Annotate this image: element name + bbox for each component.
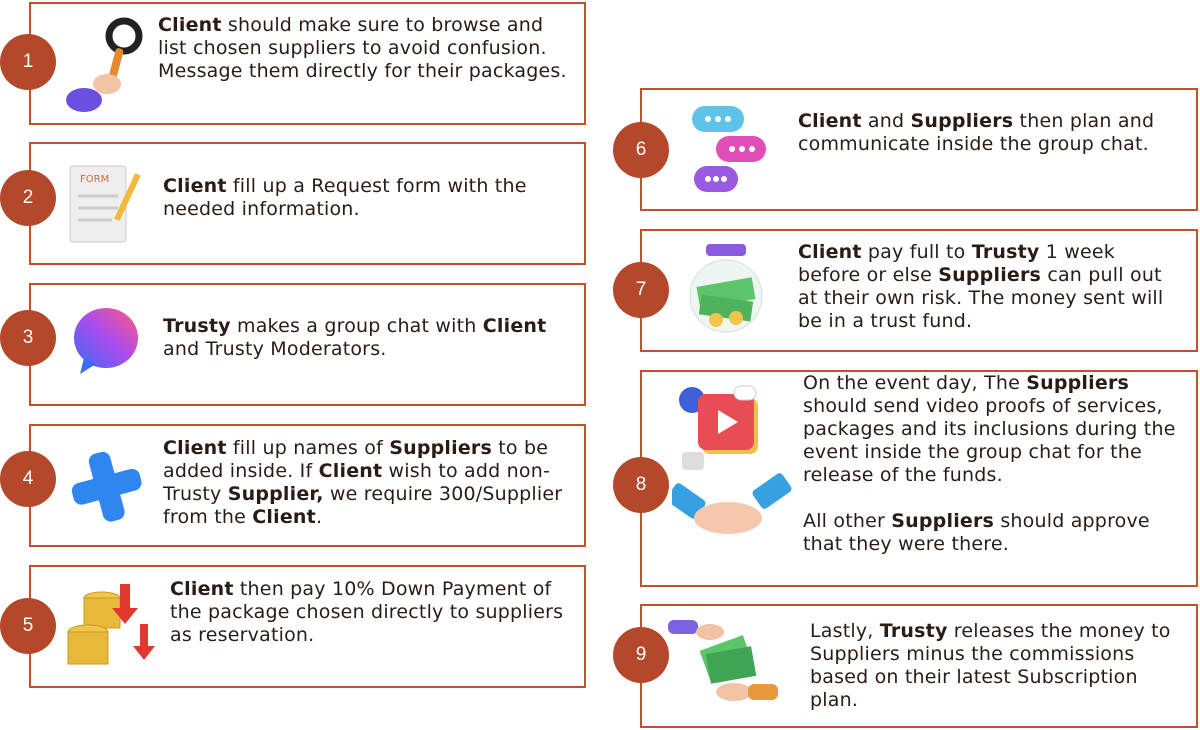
step-paragraph: All other Suppliers should approve that … — [803, 510, 1193, 556]
emphasized-term: Trusty — [971, 241, 1040, 263]
emphasized-term: Client — [318, 460, 383, 482]
text-run: and Trusty Moderators. — [163, 338, 387, 360]
step-description: Client fill up a Request form with the n… — [163, 175, 563, 221]
step-number-badge: 5 — [0, 598, 56, 654]
step-description: Client pay full to Trusty 1 week before … — [798, 241, 1178, 333]
text-run: should send video proofs of services, pa… — [803, 395, 1176, 486]
step-card-4 — [29, 424, 586, 547]
magnifier-hand-icon — [62, 14, 152, 114]
text-run: then plan and communicate inside the gro… — [798, 110, 1155, 155]
plus-icon — [66, 438, 156, 538]
text-run: On the event day, The — [803, 372, 1027, 394]
emphasized-term: Suppliers — [891, 510, 995, 532]
text-run: fill up a Request form with the needed i… — [163, 175, 527, 220]
emphasized-term: Client — [798, 110, 862, 132]
emphasized-term: Supplier, — [227, 483, 324, 505]
emphasized-term: Client — [163, 175, 227, 197]
step-paragraph: Client should make sure to browse and li… — [158, 14, 568, 83]
messenger-chat-icon — [66, 298, 156, 398]
emphasized-term: Suppliers — [389, 437, 493, 459]
step-description: Lastly, Trusty releases the money to Sup… — [810, 620, 1190, 712]
money-handover-icon — [664, 614, 778, 714]
chat-bubbles-icon — [686, 100, 776, 200]
emphasized-term: Client — [163, 437, 227, 459]
text-run: and — [861, 110, 911, 132]
step-paragraph: Client then pay 10% Down Payment of the … — [170, 578, 570, 647]
emphasized-term: Trusty — [163, 315, 231, 337]
emphasized-term: Client — [482, 315, 547, 337]
step-description: Client should make sure to browse and li… — [158, 14, 568, 83]
step-description: Client and Suppliers then plan and commu… — [798, 110, 1178, 156]
step-paragraph: On the event day, The Suppliers should s… — [803, 372, 1193, 487]
step-paragraph: Client fill up a Request form with the n… — [163, 175, 563, 221]
text-run: we require 300/Supplier from the — [163, 483, 563, 528]
step-number-badge: 1 — [0, 34, 56, 90]
text-run: can pull out at their own risk. The mone… — [798, 264, 1164, 332]
coins-down-arrow-icon — [62, 574, 155, 674]
emphasized-term: Suppliers — [1026, 372, 1130, 394]
emphasized-term: Client — [798, 241, 862, 263]
text-run: . — [315, 506, 323, 528]
step-number-badge: 7 — [613, 262, 669, 318]
money-jar-icon — [680, 238, 770, 338]
step-description: Client then pay 10% Down Payment of the … — [170, 578, 570, 647]
emphasized-term: Client — [170, 578, 234, 600]
step-number-badge: 8 — [613, 457, 669, 513]
step-number-badge: 9 — [613, 627, 669, 683]
text-run: to be added inside. If — [163, 437, 549, 482]
step-paragraph: Trusty makes a group chat with Client an… — [163, 315, 563, 361]
step-description: Trusty makes a group chat with Client an… — [163, 315, 563, 361]
emphasized-term: Suppliers — [938, 264, 1042, 286]
step-description: On the event day, The Suppliers should s… — [803, 372, 1193, 556]
step-number-badge: 6 — [613, 122, 669, 178]
step-number-badge: 4 — [0, 451, 56, 507]
step-paragraph: Client and Suppliers then plan and commu… — [798, 110, 1178, 156]
step-description: Client fill up names of Suppliers to be … — [163, 437, 573, 529]
step-number-badge: 3 — [0, 310, 56, 366]
step-paragraph: Client pay full to Trusty 1 week before … — [798, 241, 1178, 333]
text-run: pay full to — [861, 241, 972, 263]
text-run: All other — [803, 510, 892, 532]
text-run: makes a group chat with — [230, 315, 483, 337]
request-form-icon: FORM — [62, 158, 152, 258]
text-run: should approve that they were there. — [803, 510, 1150, 555]
text-run: wish to add non-Trusty — [163, 460, 551, 505]
text-run: fill up names of — [226, 437, 390, 459]
emphasized-term: Client — [252, 506, 316, 528]
video-handshake-icon — [666, 380, 792, 534]
text-run: 1 week before or else — [798, 241, 1115, 286]
emphasized-term: Trusty — [879, 620, 948, 642]
step-paragraph: Lastly, Trusty releases the money to Sup… — [810, 620, 1190, 712]
text-run: then pay 10% Down Payment of the package… — [170, 578, 564, 646]
step-paragraph: Client fill up names of Suppliers to be … — [163, 437, 573, 529]
step-number-badge: 2 — [0, 170, 56, 226]
text-run: Lastly, — [810, 620, 880, 642]
emphasized-term: Client — [158, 14, 222, 36]
emphasized-term: Suppliers — [910, 110, 1014, 132]
text-run: releases the money to Suppliers minus th… — [810, 620, 1171, 711]
text-run: should make sure to browse and list chos… — [158, 14, 567, 82]
svg-text:FORM: FORM — [80, 174, 109, 185]
